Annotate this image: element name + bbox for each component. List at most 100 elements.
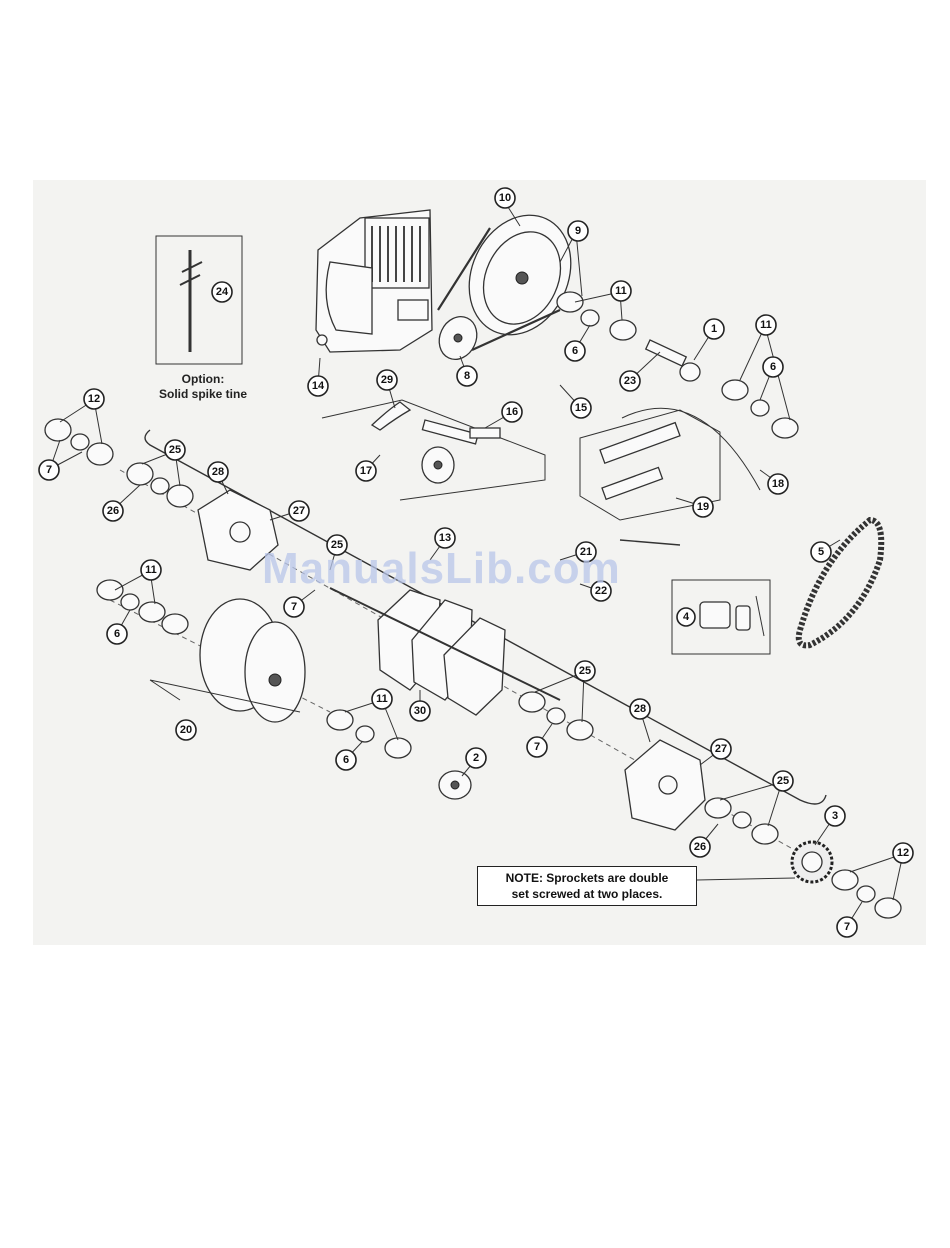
callout-7: 7 (39, 460, 59, 480)
callout-1: 1 (704, 319, 724, 339)
callout-12-label: 12 (88, 393, 100, 405)
callout-28: 28 (208, 462, 228, 482)
v-belt-and-pulleys (432, 199, 589, 366)
callout-6-label: 6 (770, 361, 776, 373)
callout-6: 6 (336, 750, 356, 770)
sprocket-note: NOTE: Sprockets are double set screwed a… (477, 866, 697, 906)
callout-25-label: 25 (169, 444, 181, 456)
callout-27-label: 27 (715, 743, 727, 755)
callout-6: 6 (565, 341, 585, 361)
callout-25: 25 (575, 661, 595, 681)
callout-6: 6 (763, 357, 783, 377)
callout-11-label: 11 (760, 319, 772, 331)
watermark-text: ManualsLib.com (262, 544, 621, 594)
callout-11: 11 (756, 315, 776, 335)
callout-27: 27 (711, 739, 731, 759)
callout-7-label: 7 (534, 741, 540, 753)
callout-6: 6 (107, 624, 127, 644)
callout-7: 7 (837, 917, 857, 937)
callout-12-label: 12 (897, 847, 909, 859)
callout-26-label: 26 (107, 505, 119, 517)
callout-14-label: 14 (312, 380, 325, 392)
callout-16: 16 (502, 402, 522, 422)
callout-15: 15 (571, 398, 591, 418)
callout-17: 17 (356, 461, 376, 481)
callout-27: 27 (289, 501, 309, 521)
callout-13-label: 13 (439, 532, 451, 544)
callout-23-label: 23 (624, 375, 636, 387)
option-label-line1: Option: (148, 372, 258, 387)
callout-14: 14 (308, 376, 328, 396)
option-label-line2: Solid spike tine (148, 387, 258, 402)
note-line1: NOTE: Sprockets are double (478, 870, 696, 886)
callout-9-label: 9 (575, 225, 581, 237)
callout-25: 25 (165, 440, 185, 460)
callout-18-label: 18 (772, 478, 784, 490)
callout-9: 9 (568, 221, 588, 241)
callout-6-label: 6 (343, 754, 349, 766)
callout-28: 28 (630, 699, 650, 719)
callout-25-label: 25 (777, 775, 789, 787)
callout-11: 11 (141, 560, 161, 580)
callout-16-label: 16 (506, 406, 518, 418)
callout-12: 12 (893, 843, 913, 863)
callout-11: 11 (611, 281, 631, 301)
callout-8-label: 8 (464, 370, 470, 382)
callout-3: 3 (825, 806, 845, 826)
callout-11-label: 11 (376, 693, 388, 705)
callout-11-label: 11 (145, 564, 157, 576)
callout-3-label: 3 (832, 810, 838, 822)
callout-7-label: 7 (291, 601, 297, 613)
left-upper-bearings (45, 419, 193, 507)
callout-24-label: 24 (216, 286, 229, 298)
engine-assembly (316, 210, 432, 352)
rear-bracket-assembly (580, 408, 760, 545)
callout-17-label: 17 (360, 465, 372, 477)
callout-30: 30 (410, 701, 430, 721)
callout-10: 10 (495, 188, 515, 208)
callout-27-label: 27 (293, 505, 305, 517)
callout-7: 7 (527, 737, 547, 757)
callout-7-label: 7 (844, 921, 850, 933)
large-sprocket (792, 842, 832, 882)
callout-5-label: 5 (818, 546, 824, 558)
callout-29: 29 (377, 370, 397, 390)
callout-7: 7 (284, 597, 304, 617)
callout-25-label: 25 (579, 665, 591, 677)
callout-6-label: 6 (572, 345, 578, 357)
callout-15-label: 15 (575, 402, 587, 414)
callout-29-label: 29 (381, 374, 393, 386)
callout-7-label: 7 (46, 464, 52, 476)
upper-bearing-set (557, 292, 798, 438)
note-line2: set screwed at two places. (478, 886, 696, 902)
far-right-bearings (832, 870, 901, 918)
callout-28-label: 28 (634, 703, 646, 715)
callout-10-label: 10 (499, 192, 511, 204)
callout-18: 18 (768, 474, 788, 494)
callout-30-label: 30 (414, 705, 426, 717)
right-lower-bearings (705, 798, 778, 844)
callout-20: 20 (176, 720, 196, 740)
small-sprocket (439, 771, 471, 799)
callout-20-label: 20 (180, 724, 192, 736)
callout-23: 23 (620, 371, 640, 391)
callout-12: 12 (84, 389, 104, 409)
callout-8: 8 (457, 366, 477, 386)
callout-24: 24 (212, 282, 232, 302)
callout-26-label: 26 (694, 841, 706, 853)
callout-4: 4 (677, 608, 695, 626)
callout-6-label: 6 (114, 628, 120, 640)
callout-5: 5 (811, 542, 831, 562)
callout-2: 2 (466, 748, 486, 768)
callout-26: 26 (690, 837, 710, 857)
option-label: Option: Solid spike tine (148, 372, 258, 402)
callout-11-label: 11 (615, 285, 627, 297)
drive-chain (799, 520, 882, 645)
center-bearings (327, 710, 411, 758)
callout-28-label: 28 (212, 466, 224, 478)
callout-4-label: 4 (683, 611, 690, 623)
callout-19: 19 (693, 497, 713, 517)
callout-11: 11 (372, 689, 392, 709)
callout-1-label: 1 (711, 323, 717, 335)
